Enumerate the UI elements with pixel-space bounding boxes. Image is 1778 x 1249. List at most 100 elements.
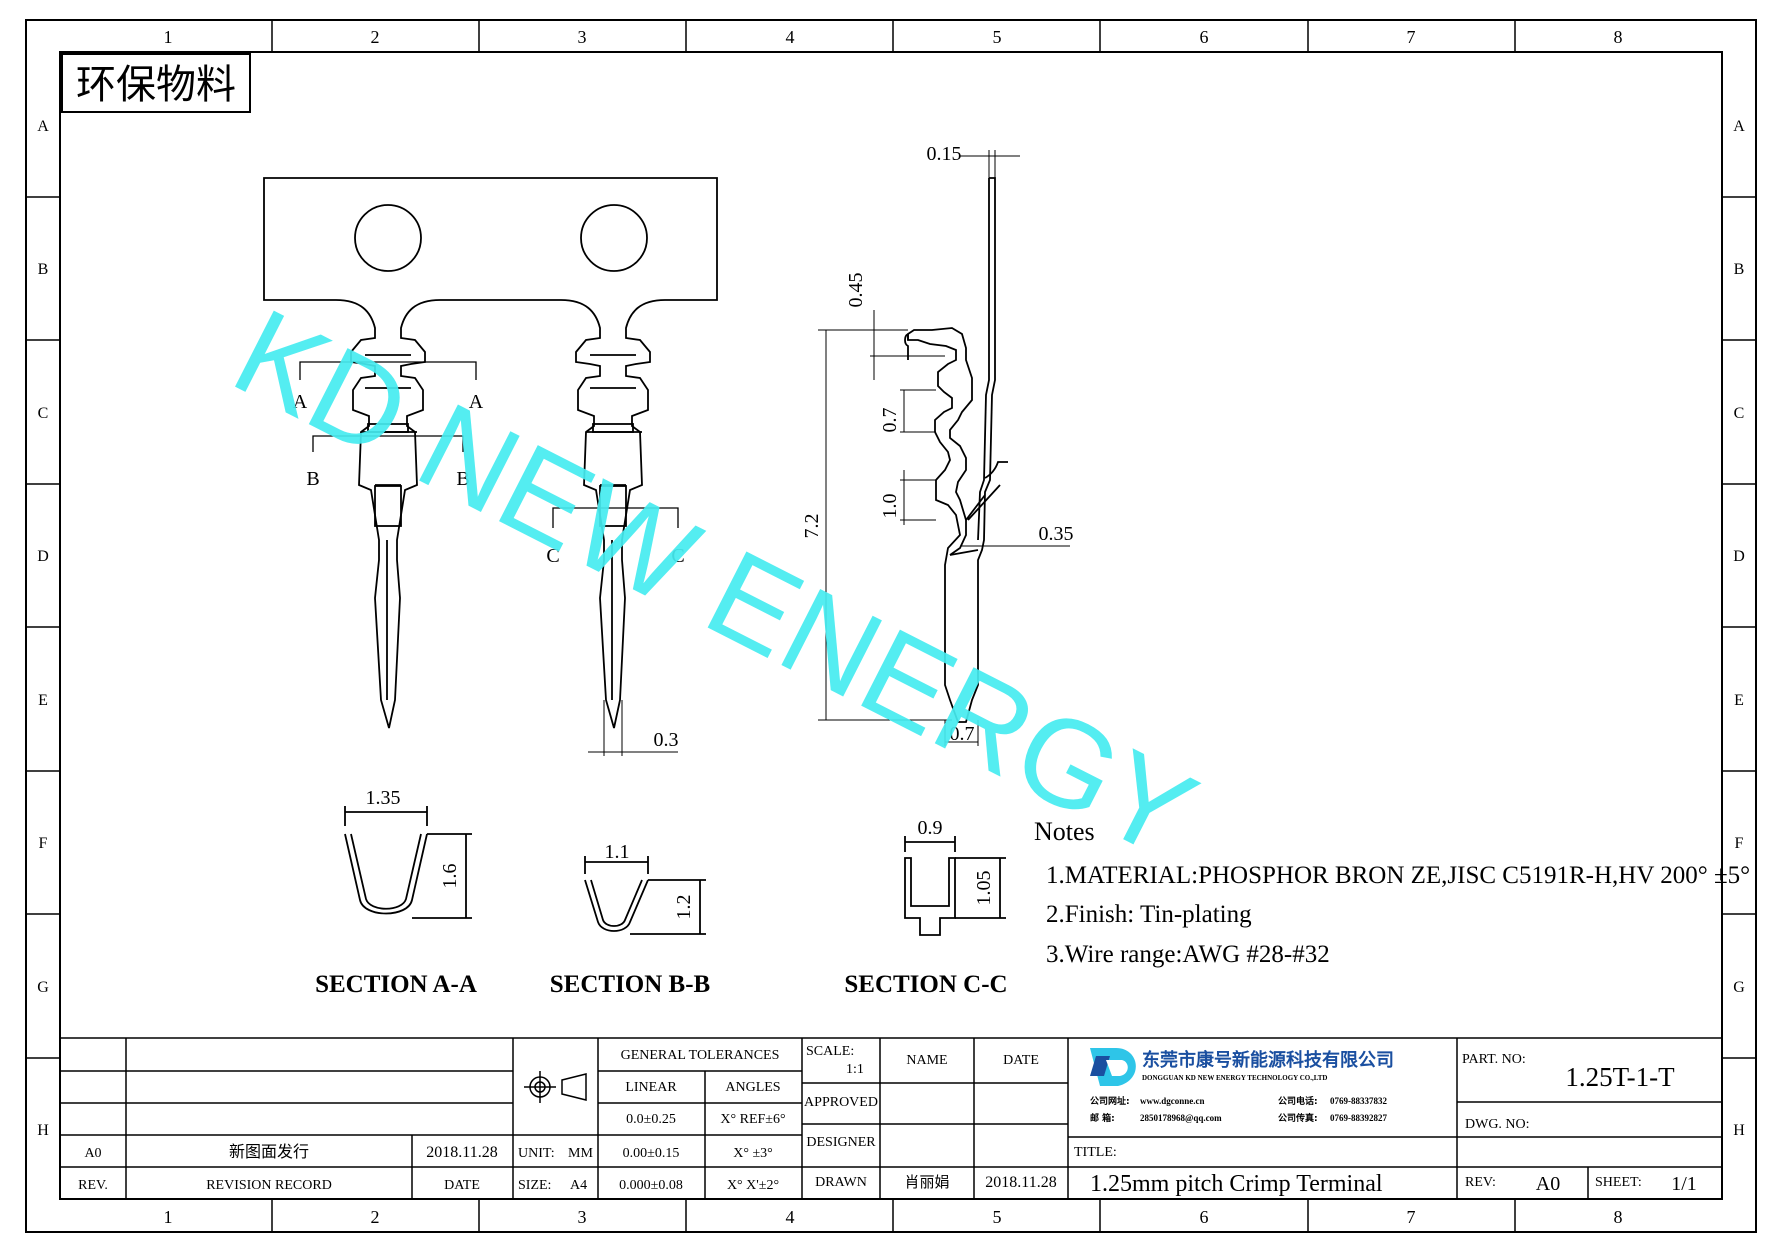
scale-label: SCALE:: [806, 1044, 854, 1059]
section-mark-b-left: B: [306, 468, 319, 490]
sheet-label: SHEET:: [1595, 1175, 1642, 1190]
dim-7-2-label: 7.2: [801, 514, 823, 539]
dim-0-3-label: 0.3: [654, 729, 679, 751]
rev-no: A0: [1536, 1173, 1560, 1195]
revision-record-header: REVISION RECORD: [206, 1178, 332, 1193]
col-label-4-bottom: 4: [786, 1207, 795, 1227]
col-label-6-top: 6: [1200, 27, 1209, 47]
section-cut-lines: [299, 361, 679, 528]
column-zones: [271, 20, 1516, 1232]
drawn-label: DRAWN: [815, 1175, 867, 1190]
revision-date-value: 2018.11.28: [426, 1144, 497, 1161]
row-label-c-left: C: [38, 405, 49, 422]
col-label-5-top: 5: [993, 27, 1002, 47]
col-label-4-top: 4: [786, 27, 795, 47]
dim-1-05-label: 1.05: [973, 871, 995, 906]
section-a-a-label: SECTION A-A: [315, 971, 477, 998]
company-name-en: DONGGUAN KD NEW ENERGY TECHNOLOGY CO.,LT…: [1142, 1074, 1327, 1082]
company-name-cn: 东莞市康号新能源科技有限公司: [1142, 1049, 1394, 1071]
section-c-c-label: SECTION C-C: [844, 971, 1007, 998]
approved-label: APPROVED: [804, 1095, 878, 1110]
rev-header: REV.: [78, 1178, 108, 1193]
rev-label: REV:: [1465, 1175, 1496, 1190]
section-mark-c-right: C: [671, 545, 684, 567]
dim-0-3: [588, 700, 678, 756]
col-label-6-bottom: 6: [1200, 1207, 1209, 1227]
col-label-5-bottom: 5: [993, 1207, 1002, 1227]
dim-1-1-label: 1.1: [605, 841, 630, 863]
row-label-e-right: E: [1734, 692, 1744, 709]
dwg-no-label: DWG. NO:: [1465, 1117, 1530, 1132]
dim-0-35-label: 0.35: [1039, 523, 1074, 545]
row-label-b-left: B: [38, 261, 49, 278]
dim-1-0-label: 1.0: [879, 494, 901, 519]
col-label-3-bottom: 3: [578, 1207, 587, 1227]
company-site: www.dgconne.cn: [1140, 1096, 1205, 1106]
col-label-1-bottom: 1: [164, 1207, 173, 1227]
eco-stamp: 环保物料: [76, 62, 236, 108]
section-b-b-drawing: [584, 856, 706, 935]
designer-label: DESIGNER: [806, 1135, 876, 1150]
row-label-g-left: G: [37, 979, 49, 996]
col-label-8-top: 8: [1614, 27, 1623, 47]
dim-0-7b-label: 0.7: [950, 723, 975, 745]
dim-0-15-label: 0.15: [927, 143, 962, 165]
side-view: [904, 177, 1008, 723]
unit-label: UNIT:: [518, 1146, 555, 1161]
section-a-a-drawing: [344, 806, 472, 919]
date-col-header: DATE: [1003, 1053, 1039, 1068]
drawn-name: 肖丽娟: [904, 1173, 949, 1191]
watermark: KD NEW ENERGY: [214, 283, 1216, 885]
col-label-7-top: 7: [1407, 27, 1416, 47]
tol-linear-3: 0.000±0.08: [619, 1178, 683, 1193]
tol-angle-2: X° ±3°: [733, 1146, 773, 1161]
rev-value: A0: [84, 1146, 101, 1161]
general-tolerances: GENERAL TOLERANCES: [621, 1048, 780, 1063]
title-label: TITLE:: [1074, 1145, 1117, 1160]
row-label-h-right: H: [1733, 1122, 1745, 1139]
row-label-d-right: D: [1733, 548, 1745, 565]
drawing-title: 1.25mm pitch Crimp Terminal: [1090, 1171, 1383, 1197]
section-c-c-drawing: [904, 836, 1006, 936]
col-label-7-bottom: 7: [1407, 1207, 1416, 1227]
part-no-label: PART. NO:: [1462, 1052, 1526, 1067]
row-zones: [26, 196, 1756, 1059]
dim-1-35-label: 1.35: [366, 787, 401, 809]
note-2: 2.Finish: Tin-plating: [1046, 901, 1252, 928]
dim-1-2-label: 1.2: [673, 895, 695, 920]
unit-value: MM: [568, 1146, 593, 1161]
company-site-label: 公司网址:: [1090, 1095, 1130, 1107]
row-label-c-right: C: [1734, 405, 1745, 422]
title-block-grid: [59, 1037, 1723, 1200]
date-header: DATE: [444, 1178, 480, 1193]
front-view: [263, 177, 718, 729]
size-label: SIZE:: [518, 1178, 551, 1193]
dim-1-6-label: 1.6: [439, 864, 461, 889]
dim-0-45-label: 0.45: [845, 273, 867, 308]
drawn-date: 2018.11.28: [985, 1174, 1056, 1191]
part-no-value: 1.25T-1-T: [1565, 1062, 1675, 1092]
company-mail-label: 邮 箱:: [1090, 1112, 1115, 1124]
dim-0-7-label: 0.7: [879, 408, 901, 433]
company-mail: 2850178968@qq.com: [1140, 1113, 1222, 1123]
row-label-b-right: B: [1734, 261, 1745, 278]
company-logo-icon: [1090, 1048, 1136, 1086]
company-fax: 0769-88392827: [1330, 1113, 1387, 1123]
section-mark-c-left: C: [546, 545, 559, 567]
note-1: 1.MATERIAL:PHOSPHOR BRON ZE,JISC C5191R-…: [1046, 862, 1750, 889]
eco-stamp-box: [61, 53, 251, 113]
company-phone-label: 公司电话:: [1278, 1095, 1318, 1107]
sheet-value: 1/1: [1671, 1173, 1697, 1195]
section-mark-a-left: A: [293, 391, 308, 413]
company-phone: 0769-88337832: [1330, 1096, 1387, 1106]
notes-title: Notes: [1034, 817, 1095, 846]
col-label-8-bottom: 8: [1614, 1207, 1623, 1227]
col-label-1-top: 1: [164, 27, 173, 47]
tol-angle-1: X° REF±6°: [720, 1112, 785, 1127]
section-mark-b-right: B: [456, 468, 469, 490]
angles-header: ANGLES: [725, 1080, 780, 1095]
dim-0-9-label: 0.9: [918, 817, 943, 839]
size-value: A4: [570, 1178, 587, 1193]
row-label-f-left: F: [39, 835, 48, 852]
